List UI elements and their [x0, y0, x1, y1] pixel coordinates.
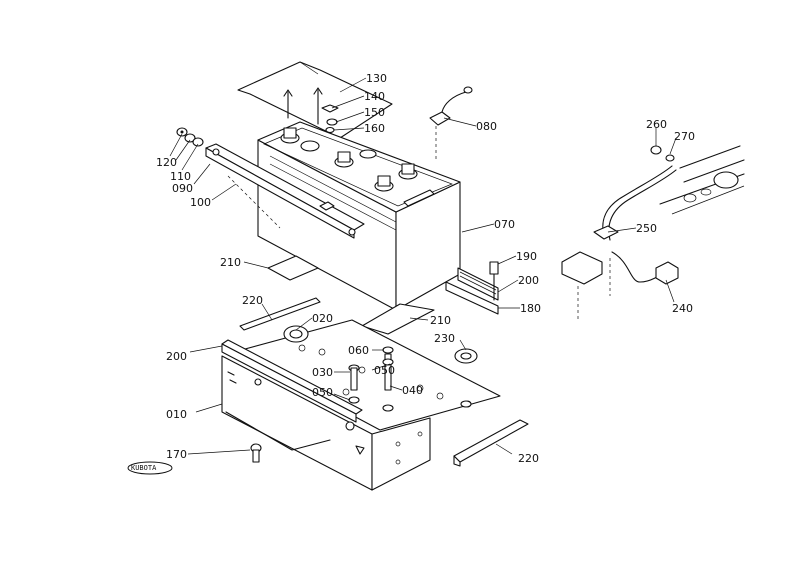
pad-210-right: [361, 303, 435, 335]
strip-220-right: [453, 419, 529, 467]
battery: [257, 121, 461, 311]
callout-050-right: 050: [374, 364, 395, 377]
callout-060: 060: [348, 344, 369, 357]
callout-220-lower: 220: [518, 452, 539, 465]
callout-210-right: 210: [430, 314, 451, 327]
callout-220-upper: 220: [242, 294, 263, 307]
callout-120: 120: [156, 156, 177, 169]
callout-030: 030: [312, 366, 333, 379]
pad-210-left: [267, 255, 319, 281]
callout-210-left: 210: [220, 256, 241, 269]
callout-140: 140: [364, 90, 385, 103]
battery-clamp-bar: [205, 143, 365, 239]
engine-side-detail: [659, 145, 745, 215]
cable-assembly: [561, 165, 679, 322]
callout-200-upper: 200: [518, 274, 539, 287]
battery-tray: [221, 319, 501, 491]
svg-text:KUBOTA: KUBOTA: [131, 464, 157, 472]
strip-220-left: [239, 297, 321, 331]
callout-labels: 130 140 150 160 080 120 110 090 100 070 …: [156, 72, 695, 465]
callout-020: 020: [312, 312, 333, 325]
kubota-logo: KUBOTA: [127, 461, 173, 475]
callout-180: 180: [520, 302, 541, 315]
edge-strip-200: [221, 339, 363, 431]
bolt-170: [250, 443, 262, 463]
callout-170: 170: [166, 448, 187, 461]
terminal-cable: [429, 86, 473, 160]
callout-100: 100: [190, 196, 211, 209]
support-bracket: [445, 261, 499, 315]
callout-260: 260: [646, 118, 667, 131]
callout-160: 160: [364, 122, 385, 135]
callout-070: 070: [494, 218, 515, 231]
callout-050-left: 050: [312, 386, 333, 399]
callout-190: 190: [516, 250, 537, 263]
callout-270: 270: [674, 130, 695, 143]
callout-250: 250: [636, 222, 657, 235]
battery-cover-sheet: [237, 61, 393, 139]
callout-110: 110: [170, 170, 191, 183]
leader-lines: [169, 77, 677, 455]
callout-010: 010: [166, 408, 187, 421]
callout-240: 240: [672, 302, 693, 315]
tray-bolts: [348, 346, 394, 404]
callout-130: 130: [366, 72, 387, 85]
washers-110-120: [176, 127, 204, 147]
callout-090: 090: [172, 182, 193, 195]
callout-150: 150: [364, 106, 385, 119]
callout-230: 230: [434, 332, 455, 345]
callout-200-lower: 200: [166, 350, 187, 363]
callout-080: 080: [476, 120, 497, 133]
callout-040: 040: [402, 384, 423, 397]
battery-cell-caps: [280, 127, 418, 192]
